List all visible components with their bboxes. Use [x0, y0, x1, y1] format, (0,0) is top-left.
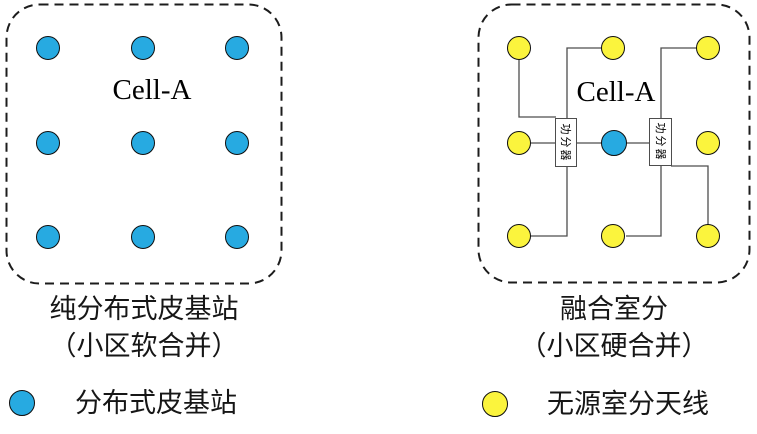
antenna-node [507, 131, 531, 155]
pico-node [131, 225, 155, 249]
pico-node [131, 131, 155, 155]
antenna-node [601, 36, 625, 60]
wire-right-splitter-to-bottommid [626, 165, 662, 237]
legend-pico-swatch [9, 390, 35, 416]
center-pico-node [601, 130, 627, 156]
right-splitter-box: 功分器 [649, 118, 672, 166]
right-caption-line1: 融合室分 [560, 294, 668, 325]
antenna-node [696, 36, 720, 60]
pico-node [225, 131, 249, 155]
legend-antenna-label: 无源室分天线 [547, 389, 709, 420]
pico-node [36, 131, 60, 155]
power-splitter-label: 功分器 [653, 122, 667, 162]
connector-lines [518, 47, 709, 237]
left-cell-a-label: Cell-A [112, 74, 192, 106]
right-panel-border [477, 3, 751, 284]
wire-right-splitter-to-bottomright [671, 165, 709, 225]
left-panel-border [5, 3, 283, 285]
wire-right-splitter-to-topright [660, 47, 697, 118]
antenna-node [601, 224, 625, 248]
left-splitter-box: 功分器 [555, 118, 577, 167]
pico-node [36, 36, 60, 60]
antenna-node [507, 224, 531, 248]
right-cell-a-label: Cell-A [576, 76, 656, 108]
antenna-node [696, 131, 720, 155]
wire-left-splitter-to-bottomleft [531, 166, 568, 237]
wire-topmid-to-left-splitter [566, 47, 601, 119]
left-panel-caption: 纯分布式皮基站 （小区软合并） [5, 291, 283, 365]
pico-node [131, 36, 155, 60]
right-caption-line2: （小区硬合并） [519, 331, 709, 362]
pico-node [36, 225, 60, 249]
left-caption-line1: 纯分布式皮基站 [49, 294, 239, 325]
legend-antenna-swatch [482, 391, 508, 417]
wire-topleft-to-left-splitter [518, 60, 556, 118]
antenna-node [507, 36, 531, 60]
power-splitter-label: 功分器 [559, 123, 572, 162]
left-caption-line2: （小区软合并） [49, 331, 239, 362]
legend-pico-label: 分布式皮基站 [75, 388, 237, 419]
pico-node [225, 36, 249, 60]
antenna-node [696, 224, 720, 248]
pico-node [225, 225, 249, 249]
right-panel-caption: 融合室分 （小区硬合并） [477, 291, 751, 365]
